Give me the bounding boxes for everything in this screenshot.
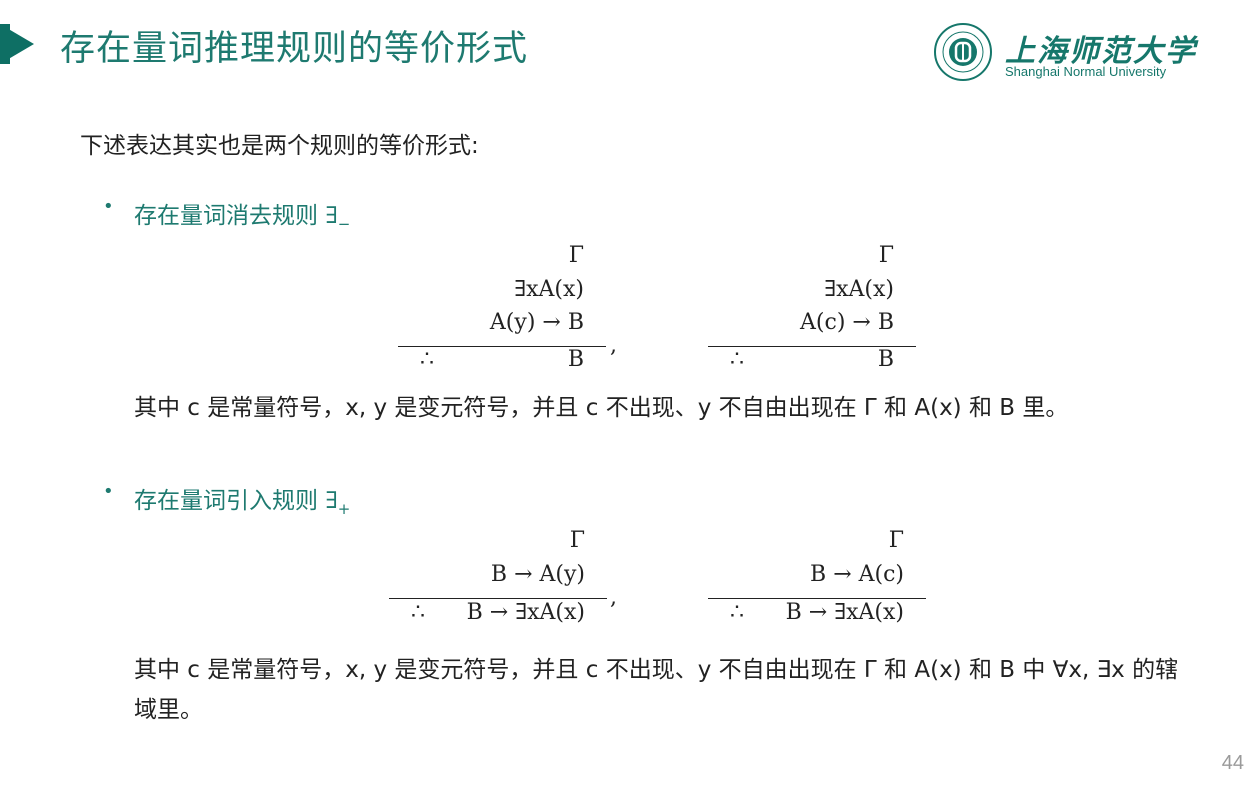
section-label-subscript: −: [337, 215, 351, 233]
page-title: 存在量词推理规则的等价形式: [60, 29, 529, 69]
title-marker-icon: [0, 24, 34, 64]
rule-premise: B → A(c): [810, 562, 904, 587]
rule-bar: [708, 346, 916, 347]
therefore-symbol: ∴: [420, 347, 434, 372]
rule-conclusion: B: [567, 347, 584, 372]
rule-elimination-2: Γ ∃xA(x) A(c) → B ∴ B: [708, 243, 916, 379]
rule-premise: Γ: [878, 243, 894, 268]
rule-conclusion: B: [877, 347, 894, 372]
page-number: 44: [1221, 752, 1244, 774]
rule-note: 其中 c 是常量符号，x, y 是变元符号，并且 c 不出现、y 不自由出现在 …: [134, 657, 1179, 723]
rule-premise: A(y) → B: [489, 310, 584, 335]
rule-premise: B → A(y): [490, 562, 585, 587]
rule-premise: ∃xA(x): [514, 277, 584, 302]
rule-premise: A(c) → B: [800, 310, 894, 335]
rule-premise: Γ: [888, 528, 904, 553]
section-label: 存在量词消去规则 ∃: [134, 203, 338, 229]
rule-elimination-1: Γ ∃xA(x) A(y) → B ∴ B: [398, 243, 606, 379]
rule-conclusion: B → ∃xA(x): [785, 600, 904, 625]
section-label-subscript: +: [337, 500, 351, 518]
rule-conclusion: B → ∃xA(x): [466, 600, 585, 625]
rule-separator: ,: [610, 333, 617, 358]
bullet-icon: •: [103, 481, 114, 502]
rule-bar: [708, 598, 926, 599]
intro-text: 下述表达其实也是两个规则的等价形式:: [80, 133, 479, 159]
rule-premise: ∃xA(x): [824, 277, 894, 302]
section-label: 存在量词引入规则 ∃: [134, 488, 338, 514]
bullet-icon: •: [103, 196, 114, 217]
therefore-symbol: ∴: [730, 600, 744, 625]
rule-separator: ,: [610, 585, 617, 610]
rule-bar: [389, 598, 607, 599]
logo-english-name: Shanghai Normal University: [1005, 64, 1167, 79]
rule-introduction-2: Γ B → A(c) ∴ B → ∃xA(x): [708, 528, 926, 632]
therefore-symbol: ∴: [411, 600, 425, 625]
university-logo: 上海师范大学 Shanghai Normal University: [933, 20, 1195, 84]
rule-premise: Γ: [569, 528, 585, 553]
rule-note: 其中 c 是常量符号，x, y 是变元符号，并且 c 不出现、y 不自由出现在 …: [134, 395, 1069, 421]
logo-chinese-name: 上海师范大学: [1005, 34, 1197, 69]
rule-introduction-1: Γ B → A(y) ∴ B → ∃xA(x): [389, 528, 607, 632]
rule-bar: [398, 346, 606, 347]
university-seal-icon: [934, 23, 992, 81]
rule-premise: Γ: [568, 243, 584, 268]
therefore-symbol: ∴: [730, 347, 744, 372]
